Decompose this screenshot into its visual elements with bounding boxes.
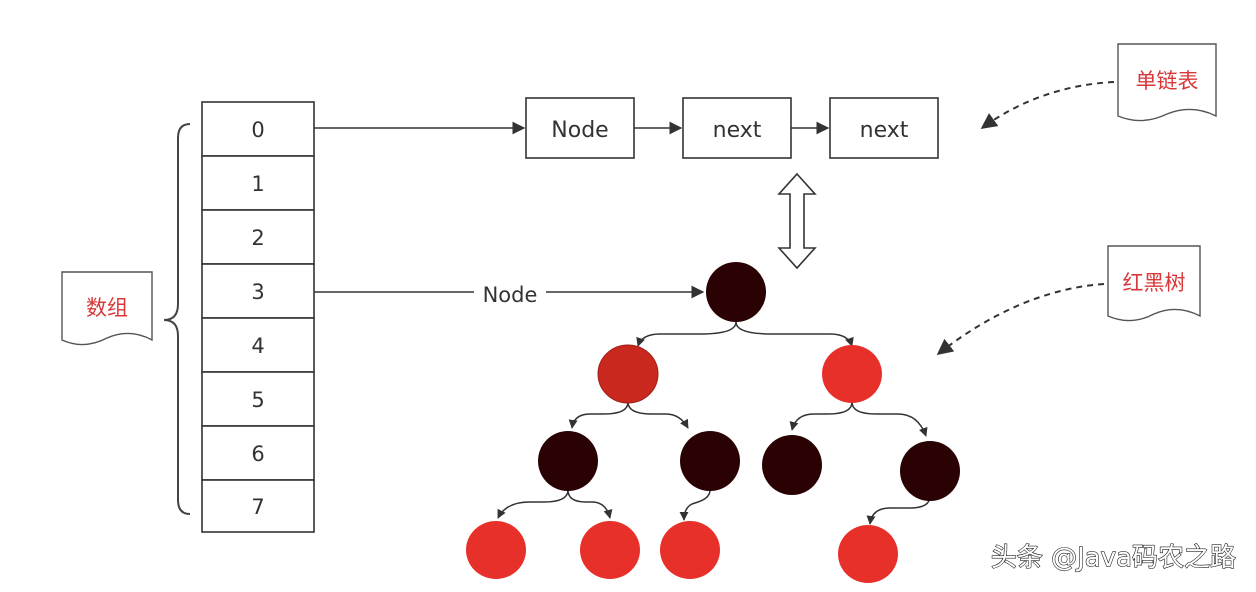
array-cell: 2 [201,209,315,265]
tree-node-red [660,521,720,579]
note-array-label: 数组 [86,296,128,320]
list-node-label: next [860,118,909,143]
tree-nodes [466,262,960,583]
tree-edges [497,321,931,525]
array-cell-label: 3 [251,280,264,304]
tree-node-black [900,441,960,501]
watermark-text: 头条 @Java码农之路 [991,543,1236,573]
array-cell: 4 [201,317,315,373]
array-cell: 1 [201,155,315,211]
tree-edge [627,401,689,429]
note-red-black-tree: 红黑树 [1107,245,1201,322]
tree-edge [497,489,569,519]
array-cell-label: 2 [251,226,264,250]
tree-edge [568,401,629,429]
note-array: 数组 [61,271,153,346]
tree-node-red [822,345,882,403]
array-cell-label: 4 [251,334,264,358]
array-cells: 0 1 2 3 4 5 6 7 [201,101,315,533]
conversion-double-arrow-icon [777,172,817,270]
list-node-label: next [713,118,762,143]
array-cell: 6 [201,425,315,481]
tree-edge [735,321,854,347]
array-brace [163,123,191,515]
list-node-label: Node [551,118,608,143]
tree-node-red [838,525,898,583]
tree-node-black [706,262,766,322]
tree-node-red [466,521,526,579]
tree-node-black [680,431,740,491]
list-node: next [682,97,792,159]
array-to-tree-label: Node [483,283,538,307]
array-cell-label: 0 [251,118,264,142]
note-linked-list: 单链表 [1117,43,1217,122]
callout-arrow-red-black-tree [936,283,1105,355]
tree-edge [851,401,928,437]
array-cell: 3 [201,263,315,319]
array-cell-label: 1 [251,172,264,196]
array-cell-label: 6 [251,442,264,466]
tree-edge [567,489,613,519]
list-node: next [829,97,939,159]
array-cell: 5 [201,371,315,427]
tree-edge [789,401,853,431]
note-linked-list-label: 单链表 [1136,69,1199,93]
array-cell-label: 7 [251,495,264,519]
tree-edge [636,321,737,347]
tree-node-black [762,435,822,495]
tree-node-black [538,431,598,491]
array-cell: 0 [201,101,315,157]
list-node: Node [525,97,635,159]
array-cell: 7 [201,479,315,533]
edge-label-bg [474,280,546,306]
array-cell-label: 5 [251,388,264,412]
tree-edge [866,495,931,525]
note-red-black-tree-label: 红黑树 [1123,271,1186,295]
tree-node-red [580,521,640,579]
tree-edge [679,489,711,521]
tree-node-red [597,344,659,404]
callout-arrow-linked-list [980,81,1115,129]
